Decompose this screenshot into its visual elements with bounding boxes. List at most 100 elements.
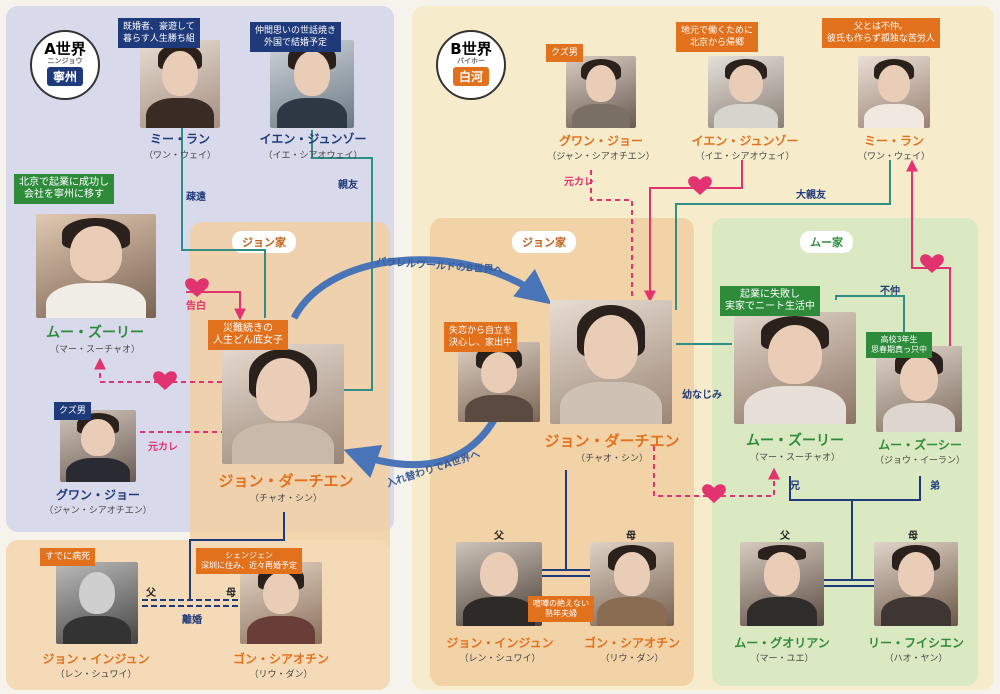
name-a-mi: ミー・ラン [149,132,210,146]
heart-icon-a-question [153,371,177,390]
actor-a-yen: （イエ・シアオウェイ） [263,151,363,161]
role-mother-mu: 母 [908,531,918,542]
line-a-zhong-parents [189,512,285,600]
photo-a-mu [36,214,156,318]
photo-a-zhong [222,344,344,464]
note-b-mother: 喧嘩の絶えない 熟年夫婦 [528,596,594,622]
rel-shuen: 疎遠 [186,192,206,203]
rel-motokare-a: 元カレ [148,442,178,453]
name-b-mi: ミー・ラン [863,134,924,148]
world-a-ruby: ニンジョウ [47,57,83,65]
photo-a-father [56,562,138,644]
line-b-fuwa [835,295,905,344]
line-b-zhong-parents [540,470,592,577]
name-a-mu: ムー・ズーリー [46,325,144,341]
actor-b-father: （レン・シュワイ） [459,654,541,664]
actor-a-mi: （ワン・ウェイ） [143,151,216,161]
photo-b-guan [566,56,636,128]
note-b-mi: 父とは不仲。 彼氏も作らず孤独な苦労人 [822,18,940,48]
photo-b-mu [734,312,856,424]
photo-b-mushi [876,346,962,432]
actor-b-zhong: （チャオ・シン） [576,454,648,464]
heart-icon-a-mu [185,278,209,297]
rel-motokare-b: 元カレ [564,177,594,188]
note-a-mu: 北京で起業に成功し 会社を寧州に移す [14,174,114,204]
actor-a-father: （レン・シュワイ） [55,670,137,680]
name-b-mushi: ムー・ズーシー [878,438,962,452]
photo-a-yen [270,40,354,128]
arrow-to-b [290,256,552,320]
rel-otouto: 弟 [930,481,940,492]
heart-icon-b-mushi [920,254,944,273]
photo-b-father [456,542,542,626]
rel-daishinyu: 大親友 [796,190,826,201]
photo-b-zhong [550,300,672,424]
rel-shinyu: 親友 [338,180,358,191]
name-b-mother: ゴン・シアオチン [583,636,680,650]
world-a-place: 寧州 [46,67,83,86]
note-b-mu: 起業に失敗し 実家でニート生活中 [720,286,820,316]
note-a-yen: 仲間思いの世話焼き 外国で結婚予定 [250,22,342,52]
name-a-mother: ゴン・シアオチン [232,652,329,666]
note-a-father: すでに病死 [40,548,96,566]
actor-b-mother: （リウ・ダン） [600,654,664,664]
line-a-rikon [142,599,238,607]
world-b-title: B世界 [450,40,492,58]
note-a-guan: クズ男 [54,402,91,420]
actor-a-guan: （ジャン・シアオチエン） [44,506,152,516]
name-a-zhong: ジョン・ダーチエン [218,472,354,490]
note-b-mother-inset: 失恋から自立を 決心し、家出中 [444,322,518,352]
line-b-mi-daishinyu [675,160,891,310]
actor-b-mi: （ワン・ウェイ） [857,152,930,162]
photo-b-mufather [740,542,824,626]
world-b-place: 白河 [452,67,489,86]
family-tag-zhong-a: ジョン家 [232,231,296,253]
actor-b-mu: （マー・スーチャオ） [750,453,840,463]
note-a-mi: 既婚者、豪遊して 暮らす人生勝ち組 [118,18,200,48]
rel-fuwa: 不仲 [880,286,900,297]
line-b-mu-parents [822,579,876,587]
line-a-yen-shinyu [311,130,373,391]
actor-b-mumother: （ハオ・ヤン） [884,654,948,664]
role-father-a: 父 [146,588,156,599]
line-a-mu-dashed [94,357,222,383]
family-tag-zhong-b: ジョン家 [512,231,576,253]
name-a-yen: イエン・ジュンゾー [259,132,367,146]
actor-b-guan: （ジャン・シアオチエン） [547,152,655,162]
actor-a-mu: （マー・スーチャオ） [50,345,140,355]
note-a-zhong: 災難続きの 人生どん底女子 [208,320,288,350]
photo-b-yen [708,56,784,128]
photo-b-mother [590,542,674,626]
photo-a-mi [140,40,220,128]
world-b-ruby: バイホー [457,57,485,65]
name-b-father: ジョン・インジュン [446,636,554,650]
rel-rikon: 離婚 [182,615,202,626]
line-b-siblings [789,476,921,580]
heart-icon-b-yen [688,176,712,195]
role-mother-a: 母 [226,588,236,599]
world-b-badge: B世界 バイホー 白河 [436,30,506,100]
name-a-father: ジョン・インジュン [42,652,150,666]
name-b-zhong: ジョン・ダーチエン [544,432,680,450]
note-b-yen: 地元で働くために 北京から帰郷 [676,22,759,52]
name-b-yen: イエン・ジュンゾー [691,134,799,148]
arrow-to-a [343,418,497,478]
world-a-badge: A世界 ニンジョウ 寧州 [30,30,100,100]
note-b-mushi: 高校3年生 思春期真っ只中 [866,332,932,358]
photo-b-mother-inset [458,342,540,422]
actor-b-mushi: （ジョウ・イーラン） [874,456,965,466]
name-b-mumother: リー・フイシエン [867,636,964,650]
role-father-b: 父 [494,531,504,542]
actor-a-zhong: （チャオ・シン） [250,494,322,504]
line-a-mu-kokuhaku [186,291,246,321]
rel-ani: 兄 [790,481,800,492]
rel-osananajimi: 幼なじみ [682,390,722,401]
role-mother-b: 母 [626,531,636,542]
photo-a-guan [60,410,136,482]
photo-b-mi [858,56,930,128]
rel-kokuhaku: 告白 [186,301,206,312]
name-b-guan: グワン・ジョー [558,134,643,148]
actor-b-mufather: （マー・ユエ） [750,654,814,664]
line-b-guan-motokare [590,170,633,300]
